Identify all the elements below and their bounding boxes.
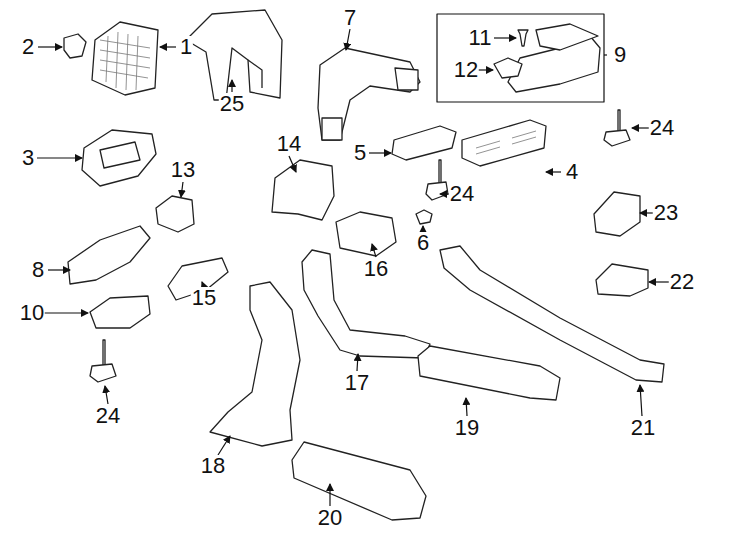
callout-number: 8 — [31, 259, 45, 281]
callout-number: 24 — [449, 183, 475, 205]
callout-number: 10 — [19, 302, 45, 324]
callout-number: 9 — [613, 44, 627, 66]
callout-number: 13 — [170, 159, 196, 181]
callout-number: 18 — [200, 455, 226, 477]
callout-number: 4 — [565, 161, 579, 183]
callout-number: 17 — [344, 372, 370, 394]
leader-lines — [604, 54, 607, 55]
callout-number: 12 — [453, 59, 479, 81]
callout-number: 14 — [276, 133, 302, 155]
callout-number: 16 — [363, 258, 389, 280]
callout-number: 6 — [416, 232, 430, 254]
callout-number: 24 — [95, 405, 121, 427]
callout-number: 5 — [353, 142, 367, 164]
callout-number: 19 — [454, 417, 480, 439]
callout-number: 3 — [21, 147, 35, 169]
callout-number: 23 — [653, 202, 679, 224]
callout-number: 21 — [630, 417, 656, 439]
callout-number: 2 — [21, 36, 35, 58]
callout-number: 22 — [669, 271, 695, 293]
callout-number: 1 — [179, 36, 193, 58]
callout-number: 25 — [219, 93, 245, 115]
callout-number: 20 — [317, 507, 343, 529]
callout-number: 15 — [191, 287, 217, 309]
callout-number: 11 — [468, 27, 493, 49]
leader-lines — [37, 29, 669, 506]
callout-number: 7 — [343, 7, 357, 29]
callout-number: 24 — [649, 117, 675, 139]
